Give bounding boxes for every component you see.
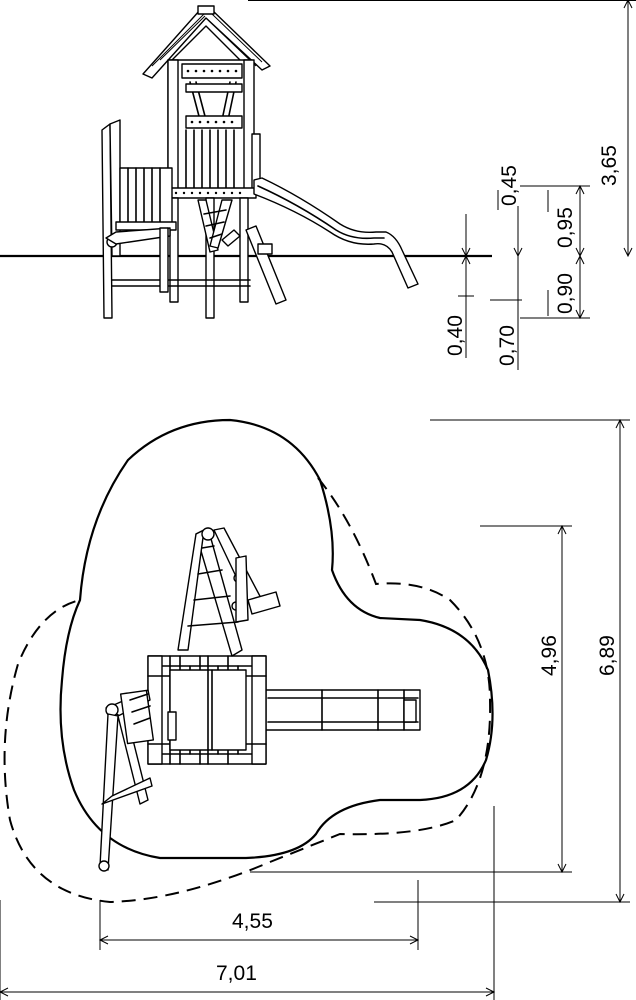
- inner-impact-area: [59, 418, 494, 860]
- slide-plan: [263, 689, 421, 731]
- dim-impact-area-depth: 4,96: [538, 635, 561, 676]
- dim-upper-small: 0,45: [498, 165, 521, 206]
- dim-platform-height: 0,95: [554, 207, 577, 248]
- dim-overall-depth: 6,89: [596, 635, 619, 676]
- tower-upper: [165, 59, 261, 199]
- dim-foundation-a: 0,40: [444, 315, 467, 356]
- slide: [253, 177, 419, 289]
- rail-bolts-top: [186, 69, 238, 73]
- dim-below-ground: 0,90: [554, 273, 577, 314]
- platform-bolts: [174, 191, 242, 195]
- climbing-wall-plan: [98, 689, 155, 872]
- tower-legs: [107, 197, 251, 319]
- dim-total-height: 3,65: [598, 145, 621, 186]
- dim-impact-area-width: 4,55: [232, 910, 273, 933]
- dim-overall-width: 7,01: [216, 962, 257, 985]
- ladder-plan: [177, 527, 281, 657]
- side-dimensions: [248, 0, 636, 370]
- climbing-ladder: [197, 199, 287, 305]
- tower-plan: [147, 655, 267, 765]
- plan-top-view: 4,96 6,89 4,55 7,01: [0, 418, 630, 1000]
- side-elevation-view: 3,65 0,45 0,95 0,90 0,40 0,70: [0, 0, 636, 370]
- climbing-wall-left: [101, 119, 177, 319]
- dim-foundation-b: 0,70: [496, 325, 519, 366]
- tower-roof: [142, 5, 271, 79]
- tower-planks: [185, 129, 235, 191]
- rail-bolts-mid: [190, 120, 234, 124]
- outer-safety-zone: [3, 477, 492, 904]
- plan-dimensions: [0, 418, 630, 1000]
